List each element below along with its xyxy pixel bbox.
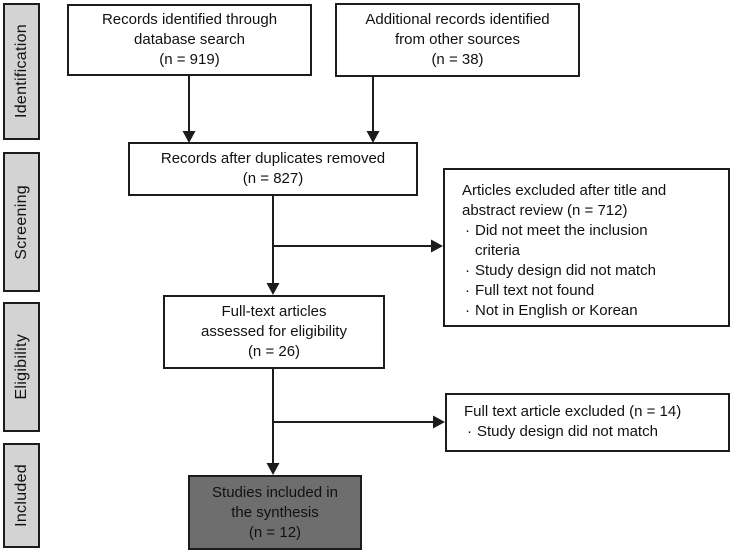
box-records-after-duplicates-removed: Records after duplicates removed (n = 82… <box>128 142 418 196</box>
box-additional-records-other-sources: Additional records identified from other… <box>335 3 580 77</box>
exclusion-heading: Full text article excluded (n = 14) <box>464 403 682 420</box>
bullet-icon: · <box>465 262 470 279</box>
exclusion-reason-text: Not in English or Korean <box>475 302 638 319</box>
arrow-branch-fulltext-excluded-head <box>433 415 445 429</box>
bullet-icon: · <box>465 222 470 239</box>
box-fulltext-assessed-eligibility: Full-text articles assessed for eligibil… <box>163 295 385 369</box>
exclusion-reason-text: Study design did not match <box>475 262 656 279</box>
stage-label-eligibility: Eligibility <box>3 302 40 432</box>
arrow-branch-title-excluded-head <box>431 239 443 253</box>
box-fulltext-articles-excluded: Full text article excluded (n = 14) · St… <box>445 393 730 452</box>
exclusion-reason: · Full text not found <box>462 281 720 301</box>
arrow-fulltext-to-included-head <box>266 463 280 475</box>
stage-label-text: Eligibility <box>12 334 30 400</box>
bullet-icon: · <box>467 423 472 440</box>
arrow-duplicates-to-fulltext-head <box>266 283 280 295</box>
stage-label-screening: Screening <box>3 152 40 292</box>
stage-label-text: Identification <box>12 24 30 119</box>
stage-label-included: Included <box>3 443 40 548</box>
exclusion-reason: · Did not meet the inclusion criteria <box>462 221 720 261</box>
box-records-database-search: Records identified through database sear… <box>67 4 312 76</box>
exclusion-reason: · Not in English or Korean <box>462 301 720 321</box>
box-articles-excluded-title-abstract: Articles excluded after title and abstra… <box>443 168 730 327</box>
bullet-icon: · <box>465 302 470 319</box>
exclusion-reason-text: Did not meet the inclusion criteria <box>475 222 648 259</box>
stage-label-text: Screening <box>12 184 30 260</box>
exclusion-heading: Articles excluded after title and abstra… <box>462 182 667 219</box>
exclusion-reason: · Study design did not match <box>464 422 720 442</box>
exclusion-reason-text: Full text not found <box>475 282 595 299</box>
bullet-icon: · <box>465 282 470 299</box>
stage-label-text: Included <box>12 464 30 527</box>
exclusion-reason: · Study design did not match <box>462 261 720 281</box>
stage-label-identification: Identification <box>3 3 40 140</box>
box-studies-included-synthesis: Studies included in the synthesis (n = 1… <box>188 475 362 550</box>
exclusion-reason-text: Study design did not match <box>477 423 658 440</box>
